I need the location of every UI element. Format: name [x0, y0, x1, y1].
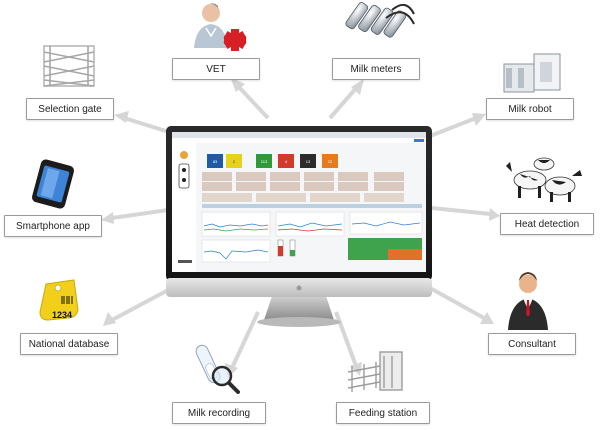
- node-heat-detection-label: Heat detection: [514, 218, 580, 230]
- ear-tag-number: 1234: [52, 310, 72, 320]
- kpi-tile: 22: [322, 154, 338, 168]
- ear-tag-icon: 1234: [39, 279, 79, 321]
- node-consultant: Consultant: [488, 333, 576, 355]
- consultant-icon: [508, 272, 548, 330]
- node-feeding-station: Feeding station: [336, 402, 430, 424]
- screen-sidebar: [172, 143, 196, 272]
- kpi-tile-value: 22: [328, 159, 333, 164]
- node-milk-robot: Milk robot: [486, 98, 574, 120]
- vet-icon: [194, 3, 247, 51]
- screen-charts: [201, 211, 423, 263]
- kpi-tiles: 83 2 113 4 13: [207, 154, 338, 168]
- arrow-national-database: [103, 286, 173, 326]
- arrow-milk-recording: [225, 311, 260, 378]
- milk-robot-icon: [503, 53, 561, 93]
- screen-menubar: [172, 132, 426, 138]
- kpi-tile-value: 113: [261, 159, 268, 164]
- arrow-heat-detection: [431, 206, 500, 221]
- node-milk-recording-label: Milk recording: [187, 407, 251, 419]
- screen-strip: [202, 204, 422, 208]
- kpi-tile: 13: [300, 154, 316, 168]
- connector-arrows: [101, 77, 500, 378]
- milk-meters-icon: [345, 2, 415, 38]
- node-national-database-label: National database: [28, 338, 110, 350]
- screen: 83 2 113 4 13: [172, 132, 426, 272]
- arrow-vet: [230, 77, 270, 120]
- node-milk-meters: Milk meters: [332, 58, 420, 80]
- screen-titlebar: [172, 138, 426, 143]
- node-milk-meters-label: Milk meters: [350, 63, 402, 75]
- monitor-stand-neck: [264, 296, 334, 320]
- arrow-consultant: [429, 286, 494, 324]
- monitor: 83 2 113 4 13: [166, 126, 432, 327]
- kpi-tile-value: 4: [285, 159, 288, 164]
- node-milk-robot-label: Milk robot: [508, 103, 552, 115]
- node-selection-gate: Selection gate: [26, 98, 114, 120]
- monitor-logo: [296, 285, 302, 291]
- node-selection-gate-label: Selection gate: [38, 103, 102, 115]
- stat-cards-row-2: [202, 193, 404, 202]
- monitor-stand-base: [257, 317, 341, 327]
- node-smartphone-app-label: Smartphone app: [16, 220, 90, 232]
- stat-cards: [202, 172, 404, 191]
- kpi-tile-value: 2: [233, 159, 236, 164]
- kpi-tile-value: 83: [213, 159, 218, 164]
- milk-recording-icon: [195, 344, 240, 394]
- heat-detection-icon: [506, 157, 582, 202]
- node-feeding-station-label: Feeding station: [348, 407, 418, 419]
- feeding-station-icon: [347, 351, 403, 392]
- selection-gate-icon: [43, 45, 95, 87]
- kpi-tile: 4: [278, 154, 294, 168]
- kpi-tile: 83: [207, 154, 223, 168]
- node-milk-recording: Milk recording: [172, 402, 266, 424]
- arrow-smartphone-app: [101, 208, 169, 224]
- node-vet-label: VET: [206, 63, 226, 75]
- node-vet: VET: [172, 58, 260, 80]
- kpi-tile: 113: [256, 154, 272, 168]
- node-heat-detection: Heat detection: [500, 213, 594, 235]
- smartphone-icon: [32, 159, 74, 209]
- kpi-tile-value: 13: [306, 159, 311, 164]
- node-national-database: National database: [20, 333, 118, 355]
- arrow-milk-meters: [328, 79, 364, 120]
- node-smartphone-app: Smartphone app: [4, 215, 102, 237]
- node-consultant-label: Consultant: [508, 338, 556, 350]
- kpi-tile: 2: [226, 154, 242, 168]
